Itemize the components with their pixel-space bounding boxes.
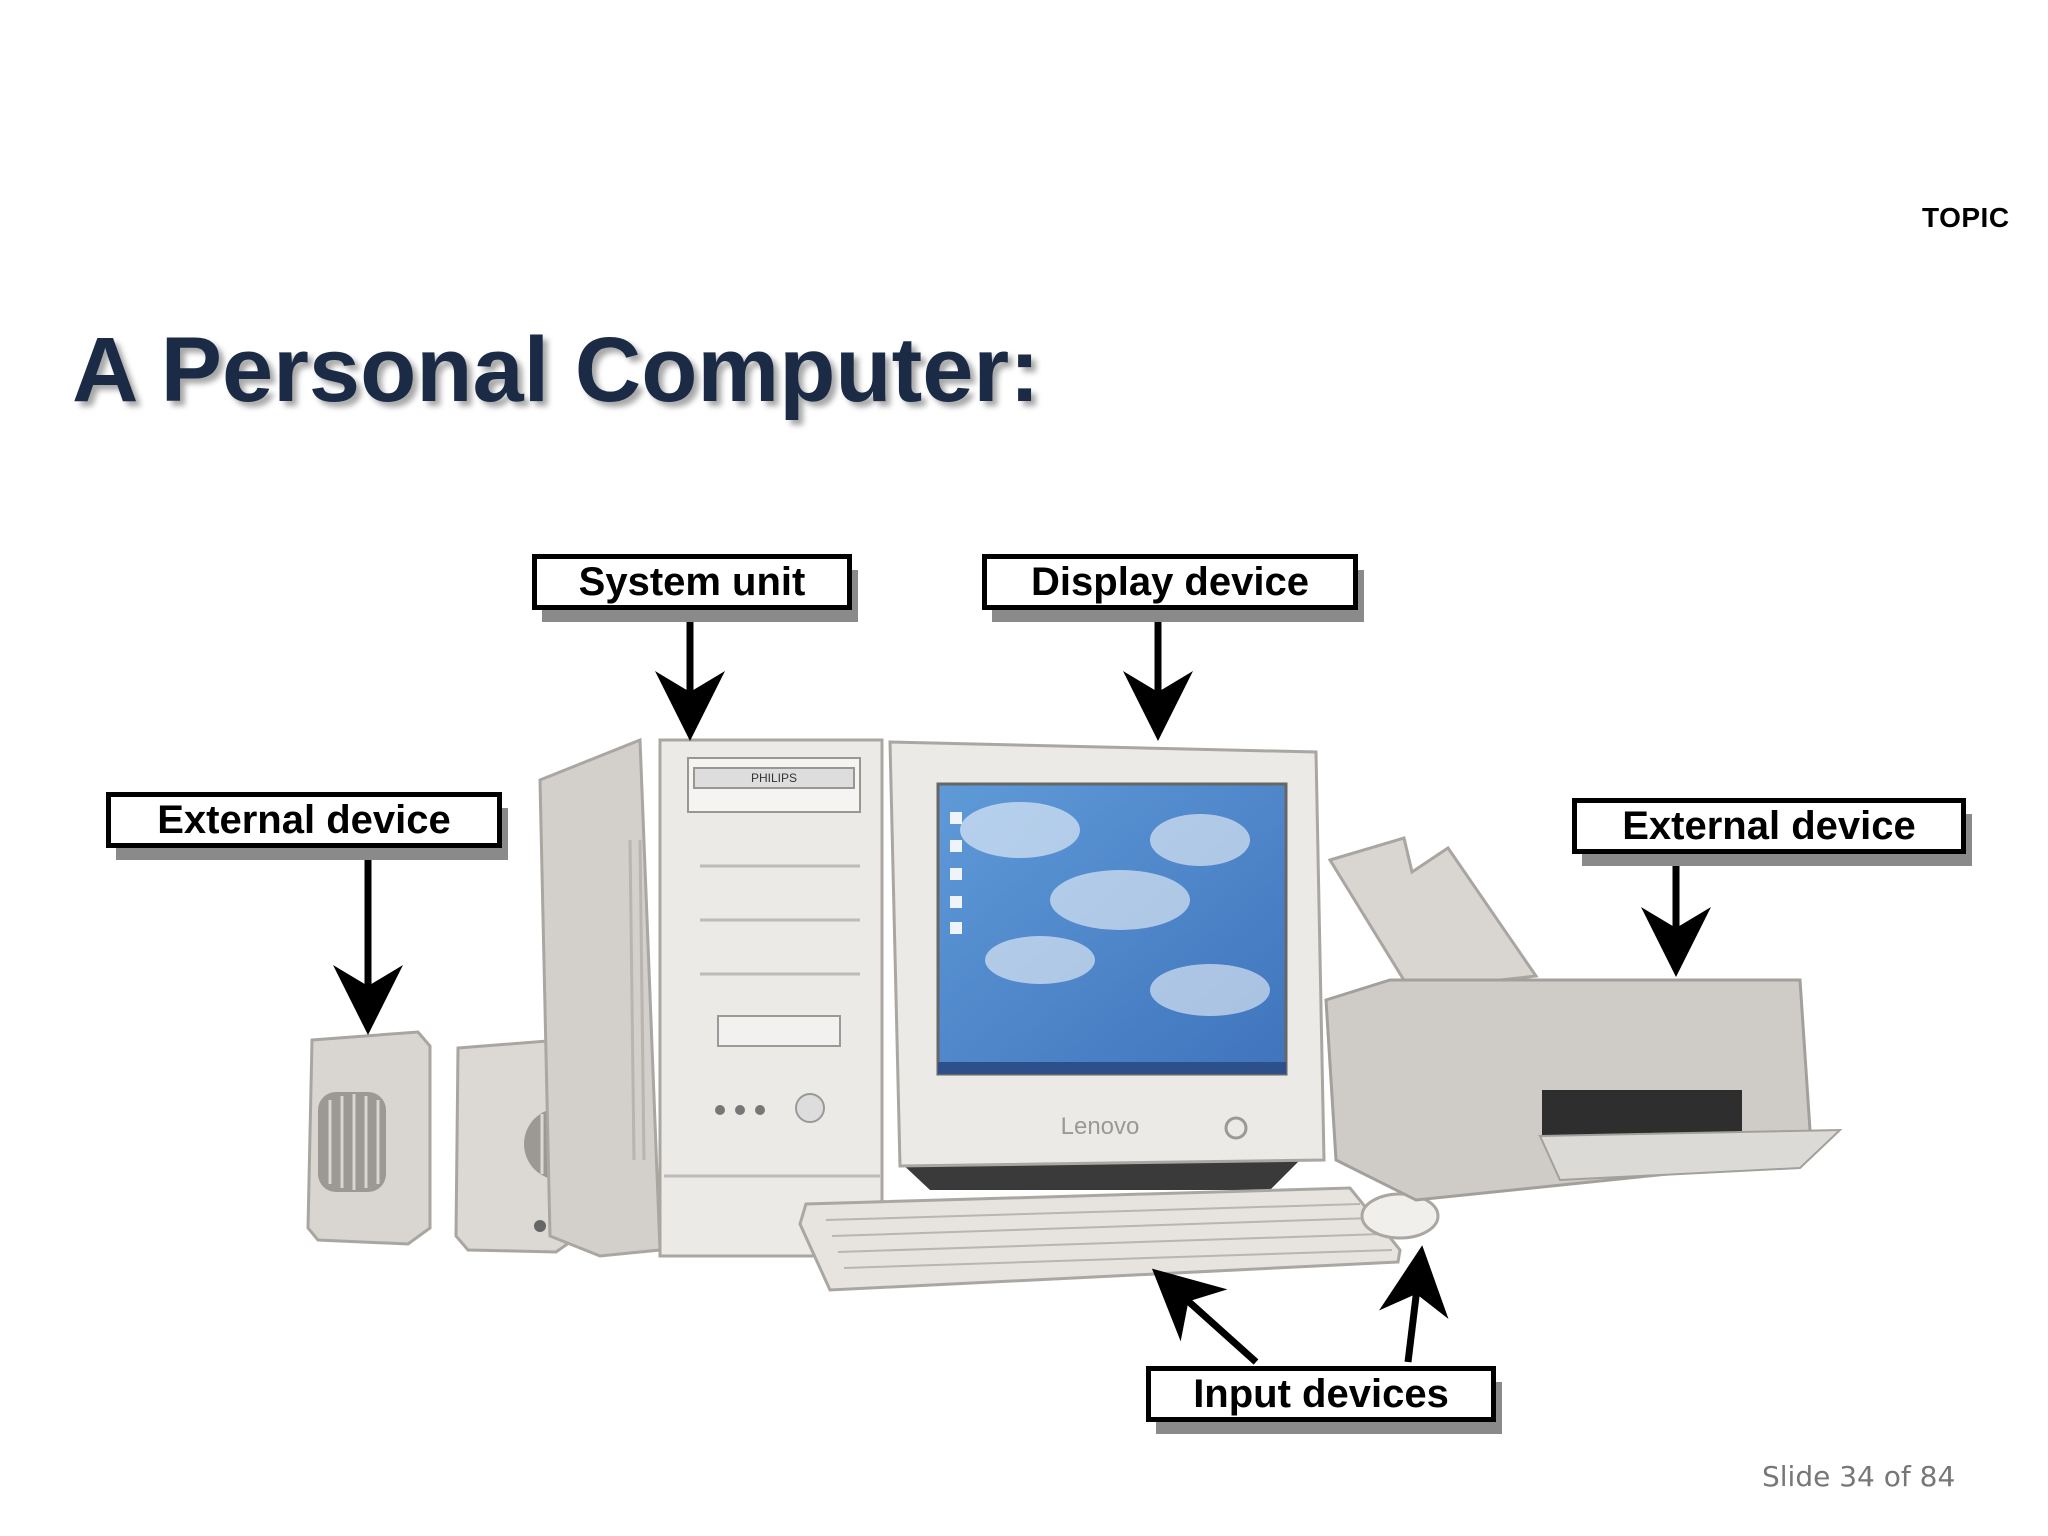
label-external-device-right: External device [1572,798,1966,854]
diagram-arrows [333,618,1711,1365]
keyboard [798,1186,1402,1292]
label-display-device: Display device [982,554,1358,610]
monitor: Lenovo [888,740,1326,1190]
speaker-left [306,1030,432,1246]
printer [1324,836,1843,1202]
arrow-input-keyboard [1151,1268,1259,1365]
slide-title: A Personal Computer: [72,319,1040,421]
mouse [1360,1192,1440,1240]
label-input-devices: Input devices [1146,1366,1496,1422]
label-system-unit: System unit [532,554,852,610]
drive-brand-text: PHILIPS [751,771,797,785]
monitor-brand-text: Lenovo [1061,1113,1140,1140]
topic-label: TOPIC [1922,202,2010,233]
slide-counter: Slide 34 of 84 [1762,1460,1956,1493]
system-unit: PHILIPS [538,737,884,1258]
label-external-device-left: External device [106,792,502,848]
arrow-input-mouse [1379,1245,1449,1363]
